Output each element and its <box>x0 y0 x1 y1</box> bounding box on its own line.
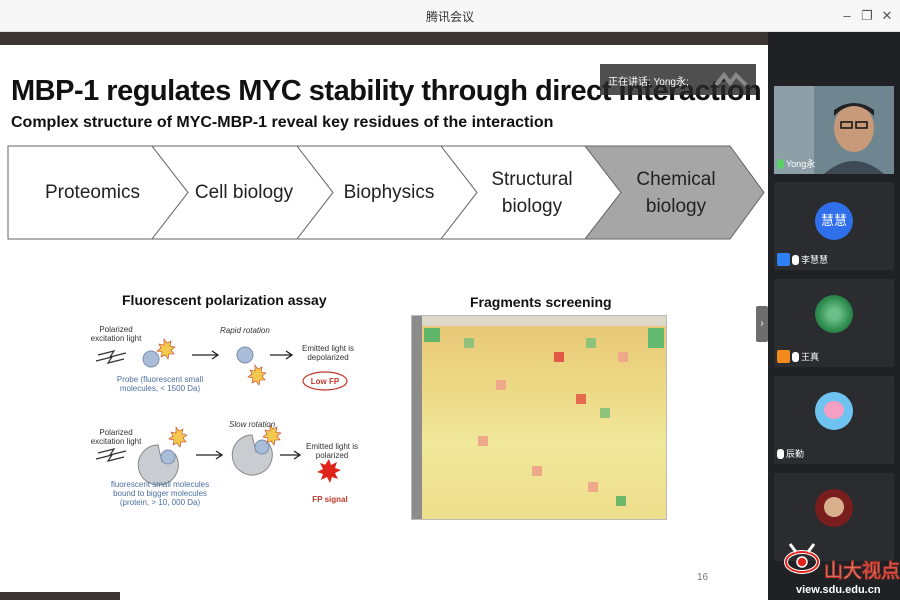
heatmap-hit-cell <box>554 352 564 362</box>
slide-top-border <box>0 32 768 45</box>
participant-tile[interactable]: 慧慧 李慧慧 <box>774 182 894 270</box>
protein-pacman <box>137 444 179 486</box>
heatmap-hit-cell <box>424 328 440 342</box>
participant-name-tag: 李慧慧 <box>777 253 828 266</box>
heatmap-hit-cell <box>616 496 626 506</box>
watermark-text: 山大视点 <box>824 561 900 583</box>
participant-name: 辰勤 <box>786 449 805 459</box>
heatmap-hit-cell <box>532 466 542 476</box>
watermark: 山大视点 view.sdu.edu.cn <box>776 536 900 600</box>
heatmap-hit-cell <box>586 338 596 348</box>
arrow-icon <box>280 450 302 460</box>
starburst-icon <box>262 424 282 446</box>
fp-label-rapid-rotation: Rapid rotation <box>220 326 270 335</box>
speaking-indicator: 正在讲话: Yong永; <box>600 64 756 95</box>
avatar <box>815 392 853 430</box>
process-flow <box>7 145 765 240</box>
fp-label-polarized-emitted: Emitted light is polarized <box>305 442 359 460</box>
title-bar: 腾讯会议 – ❐ ✕ <box>0 0 900 32</box>
participant-name: Yong永 <box>786 159 816 169</box>
participant-tile[interactable] <box>774 473 894 561</box>
fp-label-slow-rotation: Slow rotation <box>229 420 276 429</box>
window-title: 腾讯会议 <box>425 10 474 24</box>
fp-signal-burst <box>317 459 341 483</box>
fp-label-bound: fluorescent small molecules bound to big… <box>110 480 210 507</box>
heatmap-hit-cell <box>648 328 664 348</box>
bound-probe-circle <box>254 439 270 455</box>
step-chemical-biology-label: Chemical biology <box>636 168 716 217</box>
participant-name-tag: 辰勤 <box>777 447 804 460</box>
participant-name: 李慧慧 <box>801 255 829 265</box>
tencent-meeting-logo-icon <box>714 71 748 87</box>
heatmap-hit-cell <box>496 380 506 390</box>
fp-signal-label: FP signal <box>312 495 348 504</box>
mic-muted-icon <box>777 448 784 459</box>
heatmap-hit-cell <box>588 482 598 492</box>
probe-rotating-circle <box>236 346 254 364</box>
probe-circle <box>142 350 160 368</box>
fp-label-depolarized: Emitted light is depolarized <box>301 344 355 362</box>
chevron-chemical-biology <box>583 145 765 240</box>
fp-assay-title: Fluorescent polarization assay <box>122 292 327 308</box>
bottom-caption-bar <box>0 592 120 600</box>
fp-label-polarized-2: Polarized excitation light <box>90 428 142 446</box>
user-badge-icon <box>777 253 790 266</box>
participant-tile[interactable]: 王真 <box>774 279 894 367</box>
fragments-title: Fragments screening <box>470 294 612 310</box>
fp-low-fp-label: Low FP <box>310 377 340 386</box>
fragments-heatmap-image <box>411 315 667 520</box>
starburst-icon <box>156 338 176 360</box>
participant-name: 王真 <box>801 352 820 362</box>
participant-name-tag: 王真 <box>777 350 819 363</box>
sdu-logo-icon <box>784 543 820 574</box>
heatmap-hit-cell <box>600 408 610 418</box>
close-icon[interactable]: ✕ <box>881 8 893 23</box>
avatar <box>815 489 853 527</box>
participant-tile[interactable]: 辰勤 <box>774 376 894 464</box>
step-biophysics-label: Biophysics <box>343 182 435 203</box>
host-badge-icon <box>777 350 790 363</box>
starburst-icon <box>247 364 267 386</box>
bound-probe-circle <box>160 449 176 465</box>
heatmap-row-header <box>412 316 422 519</box>
shared-slide: MBP-1 regulates MYC stability through di… <box>0 45 768 600</box>
arrow-icon <box>192 350 220 360</box>
collapse-panel-button[interactable]: › <box>756 306 768 342</box>
heatmap-hit-cell <box>618 352 628 362</box>
restore-icon[interactable]: ❐ <box>861 8 873 23</box>
minimize-icon[interactable]: – <box>843 8 851 23</box>
participant-tile[interactable]: Yong永 <box>774 86 894 174</box>
page-number: 16 <box>697 572 709 583</box>
slide-subtitle: Complex structure of MYC-MBP-1 reveal ke… <box>11 114 554 131</box>
step-structural-biology-label: Structural biology <box>491 168 573 217</box>
avatar: 慧慧 <box>815 202 853 240</box>
lightning-icon <box>95 350 127 364</box>
avatar <box>815 295 853 333</box>
fp-label-probe: Probe (fluorescent small molecules, < 15… <box>116 375 204 393</box>
heatmap-hit-cell <box>576 394 586 404</box>
mic-muted-icon <box>792 254 799 265</box>
mic-active-icon <box>777 158 784 169</box>
arrow-icon <box>270 350 294 360</box>
lightning-icon <box>95 448 127 462</box>
low-fp-oval <box>302 371 348 391</box>
step-cell-biology-label: Cell biology <box>194 182 294 203</box>
speaking-text: 正在讲话: Yong永; <box>608 77 689 88</box>
step-proteomics-label: Proteomics <box>44 182 141 203</box>
fp-label-polarized-1: Polarized excitation light <box>90 325 142 343</box>
watermark-url: view.sdu.edu.cn <box>796 584 881 596</box>
participant-name-tag: Yong永 <box>777 157 815 170</box>
mic-muted-icon <box>792 351 799 362</box>
heatmap-hit-cell <box>478 436 488 446</box>
fp-assay-diagram <box>95 338 348 486</box>
heatmap-hit-cell <box>464 338 474 348</box>
arrow-icon <box>196 450 224 460</box>
starburst-icon <box>168 426 188 448</box>
protein-pacman-slow <box>231 434 273 476</box>
heatmap-col-header <box>422 316 666 326</box>
heatmap-grid <box>422 326 666 519</box>
